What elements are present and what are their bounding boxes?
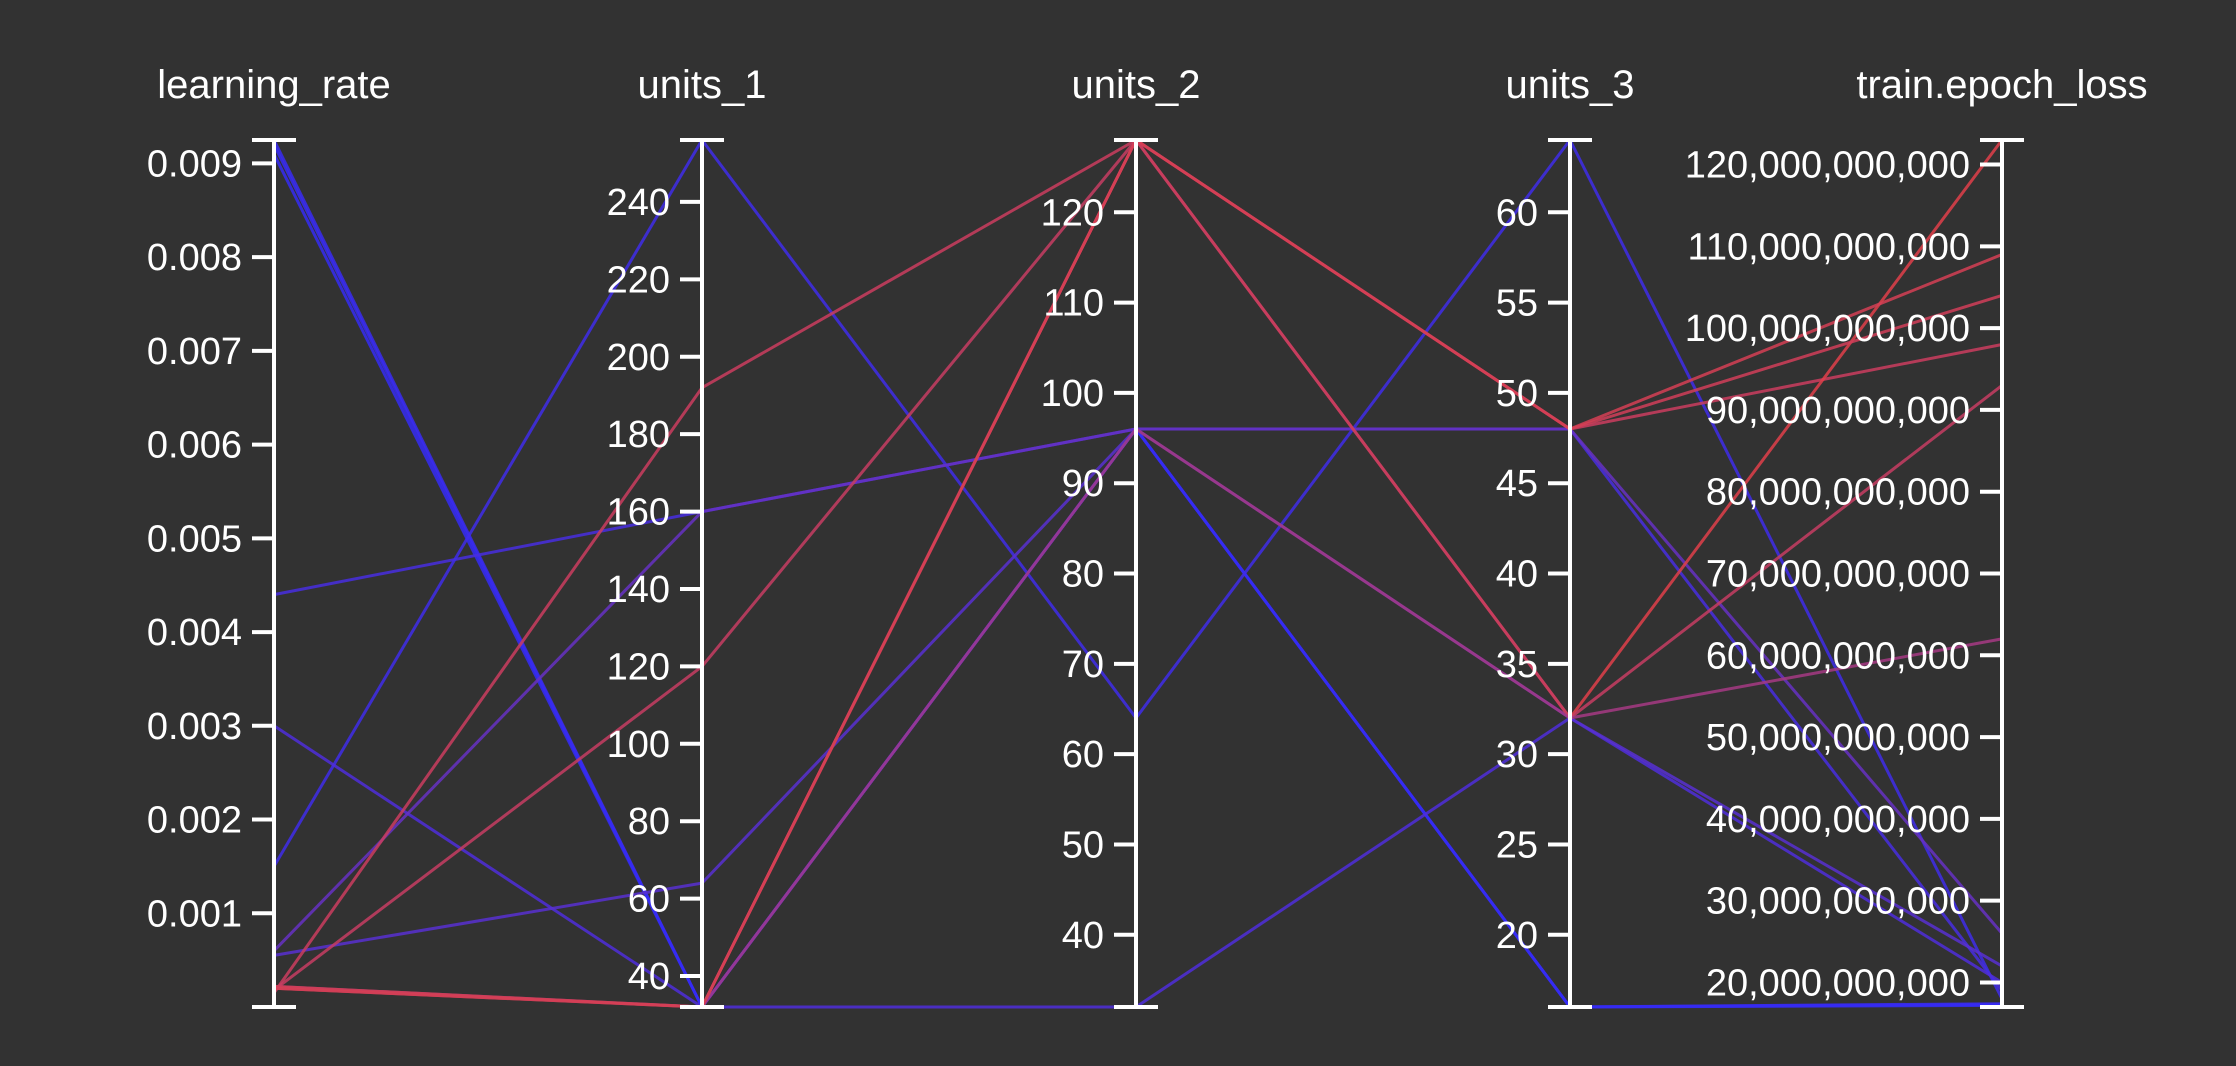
axis-title: train.epoch_loss: [1856, 63, 2147, 107]
tick-label: 120: [1041, 192, 1104, 234]
tick-label: 20: [1496, 915, 1538, 957]
tick-label: 100,000,000,000: [1685, 308, 1970, 350]
tick-label: 90,000,000,000: [1706, 390, 1970, 432]
tick-label: 35: [1496, 644, 1538, 686]
tick-label: 70: [1062, 644, 1104, 686]
tick-label: 140: [607, 569, 670, 611]
axis-units-2[interactable]: units_2 40 50 60 70 80 90 100 110 120: [1041, 63, 1201, 1009]
tick-label: 0.008: [147, 237, 242, 279]
tick-label: 60: [1062, 734, 1104, 776]
tick-label: 60: [1496, 192, 1538, 234]
axis-units-1[interactable]: units_1 40 60 80 100 120 140 160 180 200 220 240: [607, 63, 767, 1009]
tick-label: 80: [1062, 554, 1104, 596]
tick-label: 220: [607, 259, 670, 301]
axis-learning-rate[interactable]: learning_rate 0.001 0.002 0.003 0.004 0.005 0.…: [147, 63, 391, 1009]
tick-label: 100: [1041, 373, 1104, 415]
axis-train-epoch-loss[interactable]: train.epoch_loss 20,000,000,000 30,000,000…: [1685, 63, 2148, 1009]
tick-label: 40: [1062, 915, 1104, 957]
tick-label: 30: [1496, 734, 1538, 776]
tick-label: 80: [628, 801, 670, 843]
tick-label: 0.001: [147, 893, 242, 935]
tick-label: 60: [628, 879, 670, 921]
tick-label: 240: [607, 182, 670, 224]
axes-layer: learning_rate 0.001 0.002 0.003 0.004 0.005 0.…: [147, 63, 2148, 1009]
tick-label: 110: [1043, 283, 1104, 325]
tick-label: 45: [1496, 463, 1538, 505]
tick-label: 0.003: [147, 706, 242, 748]
tick-label: 40,000,000,000: [1706, 799, 1970, 841]
tick-label: 40: [1496, 554, 1538, 596]
axis-units-3[interactable]: units_3 20 25 30 35 40 45 50 55 60: [1496, 63, 1635, 1009]
tick-label: 25: [1496, 824, 1538, 866]
tick-label: 0.006: [147, 425, 242, 467]
tick-label: 60,000,000,000: [1706, 635, 1970, 677]
axis-title: units_2: [1072, 63, 1201, 107]
axis-title: units_3: [1506, 63, 1635, 107]
tick-label: 80,000,000,000: [1706, 472, 1970, 514]
axis-title: units_1: [638, 63, 767, 107]
tick-label: 200: [607, 337, 670, 379]
axis-title: learning_rate: [157, 63, 391, 107]
tick-label: 55: [1496, 283, 1538, 325]
tick-label: 20,000,000,000: [1706, 962, 1970, 1004]
tick-label: 50,000,000,000: [1706, 717, 1970, 759]
tick-label: 70,000,000,000: [1706, 554, 1970, 596]
tick-label: 110,000,000,000: [1688, 226, 1970, 268]
tick-label: 120,000,000,000: [1685, 145, 1970, 187]
tick-label: 120: [607, 646, 670, 688]
tick-label: 0.004: [147, 612, 242, 654]
tick-label: 0.002: [147, 800, 242, 842]
tick-label: 160: [607, 492, 670, 534]
tick-label: 40: [628, 956, 670, 998]
tick-label: 180: [607, 414, 670, 456]
tick-label: 0.007: [147, 331, 242, 373]
tick-label: 50: [1062, 824, 1104, 866]
tick-label: 90: [1062, 463, 1104, 505]
tick-label: 100: [607, 724, 670, 766]
tick-label: 50: [1496, 373, 1538, 415]
tick-label: 0.009: [147, 143, 242, 185]
tick-label: 30,000,000,000: [1706, 881, 1970, 923]
tick-label: 0.005: [147, 518, 242, 560]
